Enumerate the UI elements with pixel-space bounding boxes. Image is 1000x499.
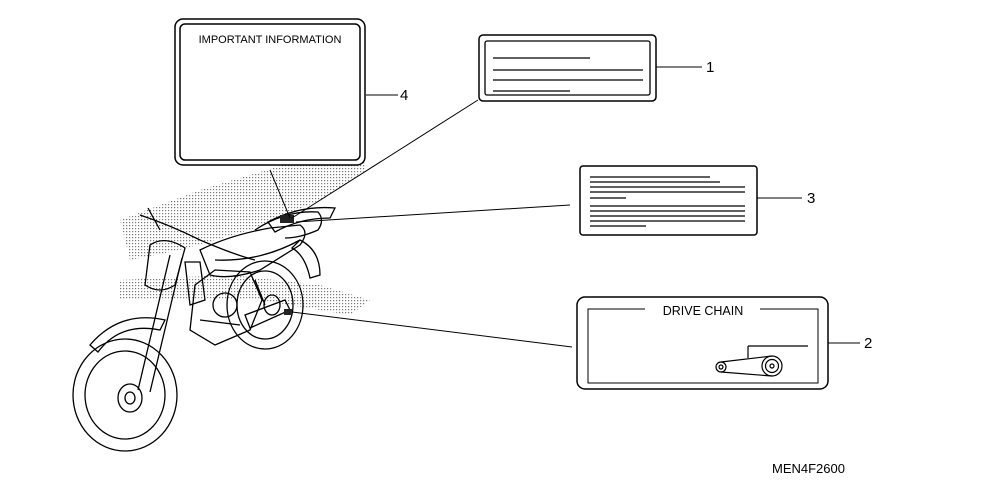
callout-1: 1 [706,59,714,76]
callout-2: 2 [864,335,872,352]
label-spots [280,215,294,315]
label-3 [579,165,758,236]
leader-lines [269,66,860,348]
label-1 [478,34,657,102]
important-information-label: IMPORTANT INFORMATION [174,18,366,166]
diagram-code: MEN4F2600 [772,461,845,476]
important-information-title: IMPORTANT INFORMATION [199,34,342,46]
motorcycle-drawing [72,206,337,452]
callout-4: 4 [400,87,408,104]
chain-sprocket-icon [715,345,808,377]
drive-chain-title: DRIVE CHAIN [663,304,744,318]
drive-chain-label: DRIVE CHAIN [576,296,829,390]
callout-3: 3 [807,190,815,207]
stipple-shading [120,120,370,315]
